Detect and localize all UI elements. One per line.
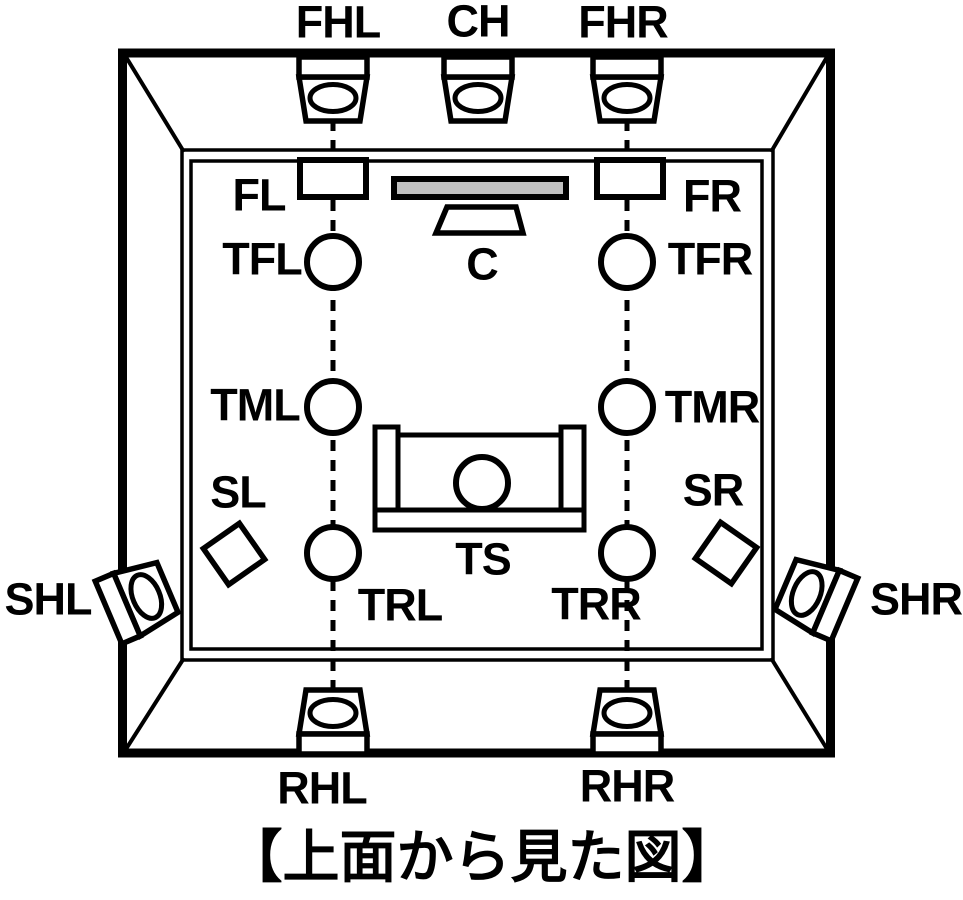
label-fhr: FHR [578, 0, 668, 48]
label-tml: TML [210, 379, 300, 431]
label-fr: FR [683, 170, 742, 222]
label-ts: TS [455, 533, 512, 585]
label-tfl: TFL [222, 233, 302, 285]
label-sl: SL [210, 466, 267, 518]
surround-height-left-speaker-icon [95, 556, 180, 644]
label-fl: FL [232, 169, 287, 221]
rear-height-left-speaker-icon [299, 690, 367, 754]
center-height-speaker-icon [444, 57, 512, 121]
surround-right-speaker-icon [691, 518, 761, 588]
label-tfr: TFR [667, 233, 753, 285]
center-speaker-icon [431, 204, 527, 236]
room-inner-wall-outer-line [180, 148, 775, 662]
sofa-right-arm [558, 424, 587, 513]
surround-height-right-speaker-icon [772, 553, 857, 641]
sofa-back [372, 507, 587, 533]
label-rhr: RHR [579, 760, 675, 812]
front-right-speaker-icon [594, 157, 666, 200]
label-fhl: FHL [295, 0, 381, 48]
top-middle-right-speaker-icon [598, 378, 656, 436]
label-shl: SHL [4, 573, 93, 625]
diagram-caption: 【上面から見た図】 [225, 825, 739, 890]
top-front-right-speaker-icon [598, 233, 656, 291]
label-shr: SHR [869, 573, 963, 625]
top-front-left-speaker-icon [304, 233, 362, 291]
label-trr: TRR [551, 578, 641, 630]
top-surround-speaker-icon [453, 454, 511, 512]
label-rhl: RHL [277, 762, 367, 814]
front-height-left-speaker-icon [299, 57, 367, 121]
label-c: C [466, 238, 498, 290]
label-trl: TRL [357, 579, 443, 631]
label-tmr: TMR [664, 381, 760, 433]
top-middle-left-speaker-icon [304, 378, 362, 436]
surround-left-speaker-icon [199, 519, 269, 589]
rear-height-right-speaker-icon [593, 690, 661, 754]
top-rear-left-speaker-icon [304, 524, 362, 582]
label-ch: CH [446, 0, 511, 47]
front-height-right-speaker-icon [593, 57, 661, 121]
room-inner-wall-inner-line [189, 159, 764, 651]
front-left-speaker-icon [297, 157, 369, 200]
room-corner-lines [124, 55, 829, 751]
sofa-left-arm [372, 424, 401, 513]
label-sr: SR [682, 464, 745, 516]
tv-icon [391, 176, 569, 200]
top-rear-right-speaker-icon [598, 524, 656, 582]
room-outer-wall [118, 48, 835, 758]
